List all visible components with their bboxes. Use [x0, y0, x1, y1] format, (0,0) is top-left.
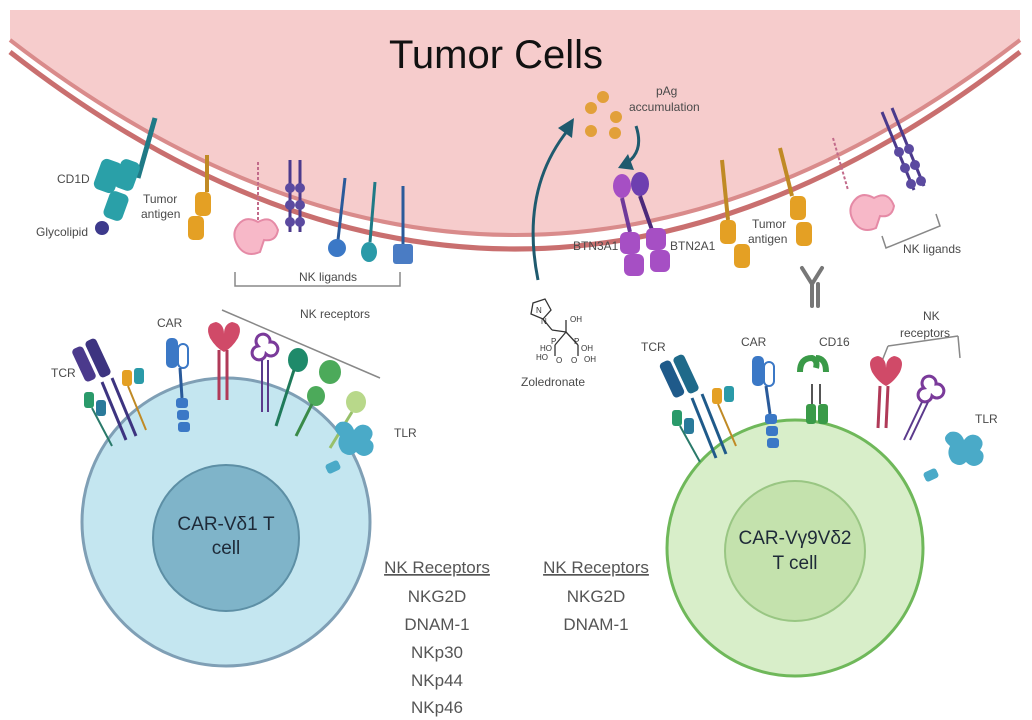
- right-nk-receptors-label-1: NK: [923, 309, 940, 323]
- svg-text:OH: OH: [570, 315, 582, 324]
- svg-text:OH: OH: [584, 355, 596, 364]
- glycolipid-icon: [95, 221, 109, 235]
- left-car-label: CAR: [157, 316, 183, 330]
- right-nk-list-heading: NK Receptors: [543, 558, 649, 577]
- left-tcr-receptor: [72, 338, 147, 447]
- svg-text:O: O: [571, 356, 577, 365]
- left-cell-name-line2: cell: [212, 538, 241, 559]
- right-car-label: CAR: [741, 335, 767, 349]
- cd1d-molecule: [93, 117, 158, 235]
- left-nk-list-item: DNAM-1: [404, 615, 469, 634]
- left-tlr-label: TLR: [394, 426, 417, 440]
- zoledronate-structure-icon: [530, 298, 579, 356]
- right-tlr-receptor: [923, 431, 984, 482]
- glycolipid-label: Glycolipid: [36, 225, 88, 239]
- svg-text:HO: HO: [536, 353, 548, 362]
- zoledronate-uptake-arrow: [531, 118, 574, 281]
- right-cell-nucleus: [724, 480, 866, 622]
- right-car-receptor: [752, 356, 779, 448]
- left-nk-list-item: NKp30: [411, 643, 463, 662]
- right-cd16-receptor: [797, 354, 829, 424]
- svg-text:P: P: [574, 337, 579, 346]
- svg-text:P: P: [551, 337, 556, 346]
- tumor-antigen-right: [720, 147, 812, 268]
- right-cd16-label: CD16: [819, 335, 850, 349]
- svg-text:O: O: [556, 356, 562, 365]
- pag-particles: [585, 91, 622, 139]
- left-nk-list-item: NKp46: [411, 698, 463, 717]
- left-nk-list-item: NKp44: [411, 671, 463, 690]
- right-t-cell: [665, 418, 925, 678]
- right-tcr-label: TCR: [641, 340, 666, 354]
- tumor-antigen-right-label-2: antigen: [748, 232, 787, 246]
- tumor-antigen-left-label-1: Tumor: [143, 192, 177, 206]
- left-nk-receptors-label: NK receptors: [300, 307, 370, 321]
- cd16-antibody-icon: [800, 266, 824, 308]
- right-cell-name-line1: CAR-Vγ9Vδ2: [739, 528, 852, 549]
- svg-text:N: N: [536, 306, 542, 315]
- right-tlr-label: TLR: [975, 412, 998, 426]
- right-tcr-receptor: [659, 354, 737, 463]
- tumor-cell: [8, 10, 1022, 252]
- tumor-antigen-right-label-1: Tumor: [752, 217, 786, 231]
- pag-label-2: accumulation: [629, 100, 700, 114]
- cd1d-label: CD1D: [57, 172, 90, 186]
- left-cell-nucleus: [152, 464, 300, 612]
- tumor-membrane-inner: [8, 50, 1022, 252]
- tumor-antigen-left-label-2: antigen: [141, 207, 180, 221]
- nk-ligands-right: [832, 107, 941, 249]
- svg-text:OH: OH: [581, 344, 593, 353]
- btn2a1-molecule: [631, 172, 670, 272]
- left-nk-receptors: [208, 309, 381, 449]
- tumor-membrane-outer: [8, 38, 1022, 237]
- left-cell-name-line1: CAR-Vδ1 T: [177, 514, 275, 535]
- svg-text:N: N: [541, 317, 547, 326]
- btn2a1-label: BTN2A1: [670, 239, 716, 253]
- zoledronate-structure-text: N N OH HO OH P P HO OH O O: [536, 306, 596, 365]
- nk-ligands-left-label: NK ligands: [299, 270, 357, 284]
- left-nk-list-heading: NK Receptors: [384, 558, 490, 577]
- btn3a1-label: BTN3A1: [573, 239, 619, 253]
- left-car-receptor: [166, 338, 190, 432]
- diagram-title: Tumor Cells: [389, 33, 603, 77]
- pag-to-btn-arrow: [618, 125, 641, 170]
- right-nk-receptors: [870, 335, 961, 441]
- right-cell-name-line2: T cell: [772, 553, 817, 574]
- tumor-cell-body: [10, 10, 1020, 235]
- tumor-antigen-left: [188, 155, 211, 240]
- svg-text:HO: HO: [540, 344, 552, 353]
- left-tlr-receptor: [325, 421, 374, 474]
- zoledronate-label: Zoledronate: [521, 375, 585, 389]
- left-nk-list-item: NKG2D: [408, 587, 467, 606]
- left-tcr-label: TCR: [51, 366, 76, 380]
- right-nk-list-item: DNAM-1: [563, 615, 628, 634]
- pag-label-1: pAg: [656, 84, 677, 98]
- left-t-cell: [80, 376, 372, 668]
- nk-ligands-right-label: NK ligands: [903, 242, 961, 256]
- right-nk-receptors-label-2: receptors: [900, 326, 950, 340]
- nk-ligands-left: [233, 160, 413, 287]
- right-nk-list-item: NKG2D: [567, 587, 626, 606]
- btn3a1-molecule: [613, 174, 644, 276]
